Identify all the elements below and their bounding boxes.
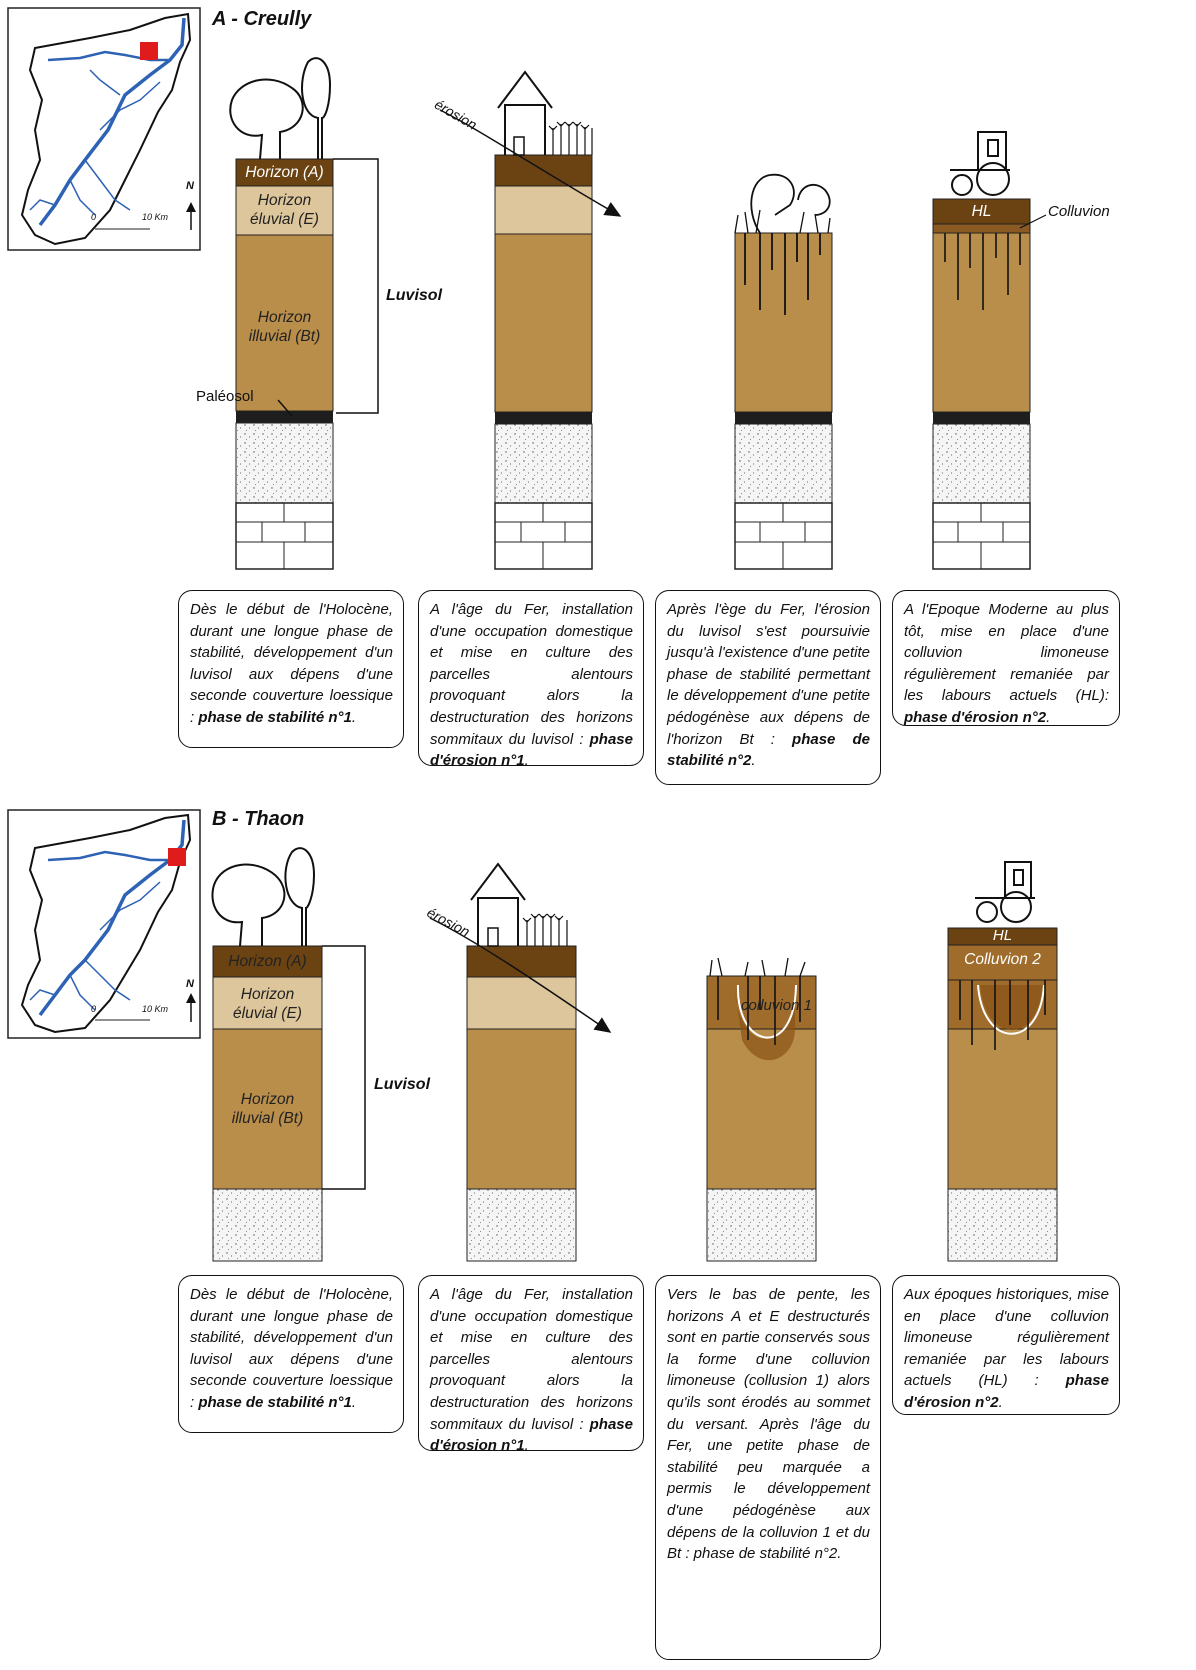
profile-b2 <box>429 862 612 1262</box>
root-lines <box>944 233 1021 310</box>
map-a-north-label: N <box>186 180 194 192</box>
shrub-icon <box>750 173 831 234</box>
label-horizon-e-line2: éluvial (E) <box>250 211 319 228</box>
profile-b3 <box>706 957 817 1262</box>
label-horizon-e-line2-b: éluvial (E) <box>233 1005 302 1022</box>
tree-icon <box>229 78 304 160</box>
label-horizon-bt-line2-b: illuvial (Bt) <box>231 1110 304 1127</box>
profile-b1 <box>211 847 366 1262</box>
pedogenesis-pocket <box>736 984 797 1039</box>
erosion-arrow-a <box>439 109 622 217</box>
map-a-scale-zero: 0 <box>91 212 97 222</box>
note-a2: A l'âge du Fer, installation d'une occup… <box>418 590 644 769</box>
note-b3: Vers le bas de pente, les horizons A et … <box>655 1275 881 1660</box>
house-icon <box>497 70 553 156</box>
profile-b4 <box>947 861 1058 1262</box>
label-horizon-bt-line2: illuvial (Bt) <box>248 328 321 345</box>
profile-a4 <box>932 131 1047 570</box>
luvisol-bracket-b <box>322 945 366 1190</box>
label-horizon-bt-line1-b: Horizon <box>240 1091 295 1108</box>
label-horizon-a-b: Horizon (A) <box>228 953 307 970</box>
profile-a2 <box>439 70 622 570</box>
label-luvisol-b: Luvisol <box>374 1076 431 1093</box>
north-arrow-a <box>186 202 196 212</box>
luvisol-bracket-a <box>333 158 379 414</box>
note-b1: Dès le début de l'Holocène, durant une l… <box>178 1275 404 1433</box>
map-a-inset <box>7 7 201 251</box>
site-marker-thaon <box>168 848 186 866</box>
label-horizon-bt-line1: Horizon <box>257 309 312 326</box>
note-b2: A l'âge du Fer, installation d'une occup… <box>418 1275 644 1454</box>
label-horizon-e-line1: Horizon <box>257 192 312 209</box>
root-lines <box>744 233 821 315</box>
label-colluvion-1: colluvion 1 <box>741 997 812 1014</box>
map-b-scale-km: 10 Km <box>142 1004 169 1014</box>
map-b-scale-zero: 0 <box>91 1004 97 1014</box>
map-b-inset <box>7 809 201 1039</box>
label-colluvion-2: Colluvion 2 <box>964 951 1041 968</box>
label-horizon-e-line1-b: Horizon <box>240 986 295 1003</box>
map-a-scale-km: 10 Km <box>142 212 169 222</box>
site-marker-creully <box>140 42 158 60</box>
tree-icon <box>301 57 332 159</box>
label-paleosol: Paléosol <box>196 388 254 405</box>
erosion-arrow-b <box>429 917 612 1033</box>
panel-b-title: B - Thaon <box>212 808 305 830</box>
crops-icon <box>548 121 593 155</box>
map-b-north-label: N <box>186 978 194 990</box>
note-a4: A l'Epoque Moderne au plus tôt, mise en … <box>892 590 1120 726</box>
tractor-icon <box>950 131 1010 196</box>
note-a1: Dès le début de l'Holocène, durant une l… <box>178 590 404 748</box>
catchment-outline-a <box>20 12 192 246</box>
label-colluvion-a: Colluvion <box>1048 203 1110 220</box>
note-a3: Après l'ège du Fer, l'érosion du luvisol… <box>655 590 881 785</box>
label-horizon-a: Horizon (A) <box>245 164 324 181</box>
label-luvisol-a: Luvisol <box>386 287 443 304</box>
panel-a-title: A - Creully <box>212 8 312 30</box>
profile-a1 <box>229 57 379 570</box>
note-b4: Aux époques historiques, mise en place d… <box>892 1275 1120 1415</box>
tractor-icon <box>975 861 1035 923</box>
label-hl-a: HL <box>971 203 992 220</box>
profile-a3 <box>734 173 833 570</box>
label-hl-b: HL <box>992 927 1013 944</box>
